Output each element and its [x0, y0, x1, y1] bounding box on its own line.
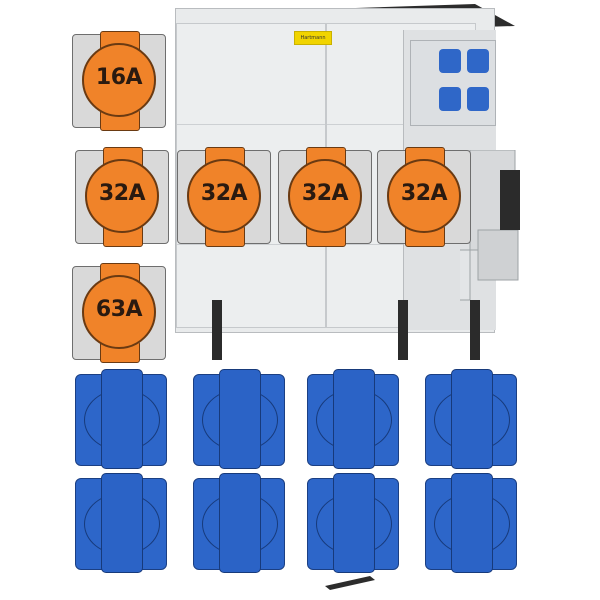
schuko-socket-blue-icon: [193, 369, 285, 469]
cee-socket-63a: 63A: [72, 263, 166, 363]
ground-bracket: [325, 576, 375, 590]
socket-rating: 16A: [95, 65, 143, 90]
mini-socket-icon: [439, 87, 461, 111]
socket-rating: 63A: [95, 297, 143, 322]
socket-rating: 32A: [200, 181, 248, 206]
cee-socket-orange-icon: [85, 159, 159, 233]
mini-socket-icon: [467, 87, 489, 111]
cee-plug-housing: [460, 150, 520, 301]
schuko-socket-blue-icon: [425, 369, 517, 469]
schuko-socket-blue-icon: [307, 473, 399, 573]
schuko-socket-blue-icon: [193, 473, 285, 573]
cee-socket-32a: 32A: [278, 147, 372, 247]
cabinet-leg: [470, 300, 480, 360]
mini-socket-icon: [439, 49, 461, 73]
schuko-socket-blue-icon: [425, 473, 517, 573]
schuko-socket-blue-icon: [75, 369, 167, 469]
schuko-socket-blue-icon: [307, 369, 399, 469]
socket-rating: 32A: [98, 181, 146, 206]
socket-rating: 32A: [301, 181, 349, 206]
schuko-socket-blue-icon: [75, 473, 167, 573]
cee-socket-32a: 32A: [177, 147, 271, 247]
cee-socket-orange-icon: [82, 275, 156, 349]
cee-socket-orange-icon: [187, 159, 261, 233]
cee-socket-32a: 32A: [75, 147, 169, 247]
blue-socket-panel: [410, 40, 496, 126]
cee-socket-orange-icon: [288, 159, 362, 233]
cee-socket-orange-icon: [82, 43, 156, 117]
cabinet-sticker: Hartmann: [294, 31, 332, 45]
socket-rating: 32A: [400, 181, 448, 206]
cabinet-leg: [398, 300, 408, 360]
mini-socket-icon: [467, 49, 489, 73]
cee-socket-32a: 32A: [377, 147, 471, 247]
cee-socket-16a: 16A: [72, 31, 166, 131]
cabinet-leg: [212, 300, 222, 360]
cee-socket-orange-icon: [387, 159, 461, 233]
